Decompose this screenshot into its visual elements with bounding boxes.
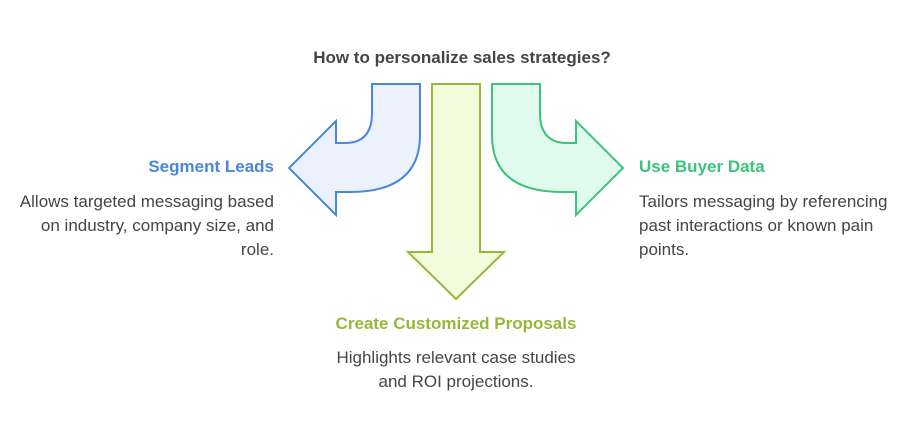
diagram-question: How to personalize sales strategies? — [313, 48, 611, 67]
segment-leads-title: Segment Leads — [148, 157, 274, 176]
left-arrow — [287, 83, 421, 218]
use-buyer-data-title: Use Buyer Data — [639, 157, 765, 176]
segment-leads-description: Allows targeted messaging based on indus… — [19, 192, 274, 259]
right-arrow — [491, 83, 625, 218]
create-proposals-title: Create Customized Proposals — [335, 314, 577, 333]
use-buyer-data-description: Tailors messaging by referencing past in… — [639, 192, 888, 259]
down-arrow — [405, 83, 507, 301]
create-proposals-description: Highlights relevant case studies and ROI… — [336, 348, 576, 391]
